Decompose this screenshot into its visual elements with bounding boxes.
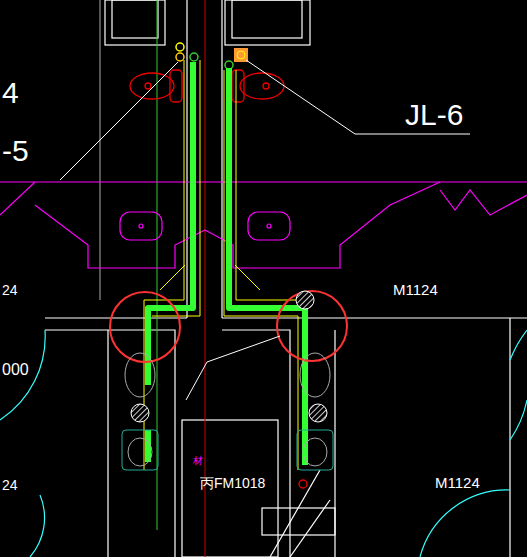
toilet-symbol xyxy=(130,70,284,102)
leader-line xyxy=(60,60,470,400)
riser-symbol xyxy=(176,43,248,69)
plan-label: 4 xyxy=(2,78,19,108)
walls xyxy=(45,0,527,557)
plan-label: M1124 xyxy=(435,475,480,490)
plan-label: -5 xyxy=(2,136,29,166)
riser-symbol xyxy=(299,480,307,488)
plan-label: M1124 xyxy=(393,282,438,297)
plan-label: 24 xyxy=(2,283,18,297)
plan-label: 材 xyxy=(193,456,203,466)
callout-circle xyxy=(110,291,347,362)
plan-label: 24 xyxy=(2,478,18,492)
axis-line xyxy=(157,0,158,530)
plan-label: 000 xyxy=(2,362,29,378)
pipe-outline xyxy=(144,60,310,470)
toilet-symbol xyxy=(122,353,333,470)
floor-drain xyxy=(131,291,327,422)
counter-outline xyxy=(0,182,527,268)
plan-label: JL-6 xyxy=(405,100,463,130)
grid-line xyxy=(100,0,101,300)
axis-line xyxy=(205,0,206,557)
plan-label: 丙FM1018 xyxy=(200,476,265,490)
water-pipe xyxy=(148,62,305,465)
door-swing xyxy=(0,330,527,557)
